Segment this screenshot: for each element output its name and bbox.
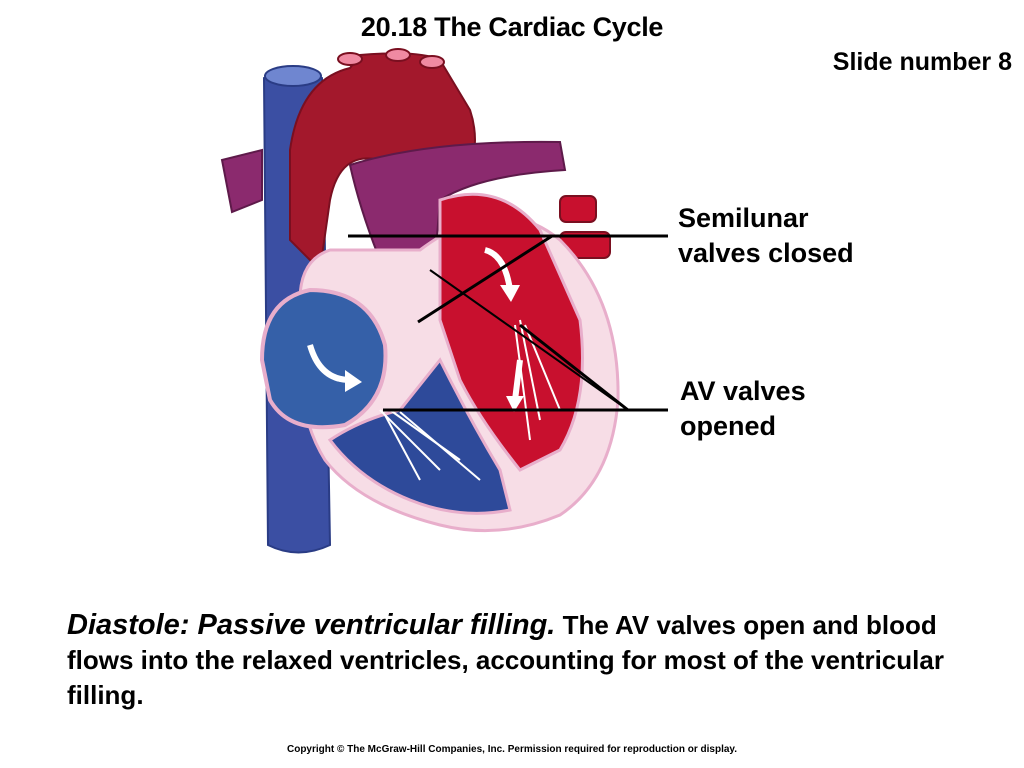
right-atrium [259,287,388,430]
av-label-line1: AV valves [680,376,806,406]
flow-arrow-left [512,359,523,401]
slide-number: Slide number 8 [832,48,1012,76]
semilunar-label-line1: Semilunar [678,203,809,233]
flow-arrowhead-left [506,396,524,412]
copyright-notice: Copyright © The McGraw-Hill Companies, I… [286,744,738,755]
slide-title: 20.18 The Cardiac Cycle [360,12,664,42]
semilunar-valves-label: Semilunar valves closed [678,201,898,271]
av-valves-label: AV valves opened [680,374,880,444]
left-ventricle [438,192,584,472]
aortic-branch-1 [337,52,363,66]
vena-cava-opening [264,65,322,87]
right-ventricle [327,357,512,515]
flow-arrow-left-atrium [484,247,513,291]
pulmonary-vein-upper [559,195,597,223]
caption-body: The AV valves open and blood flows into … [67,610,944,710]
caption-emphasis: Diastole: Passive ventricular filling. [67,609,556,641]
aortic-branch-2 [385,48,411,62]
av-label-line2: opened [680,411,777,441]
pulmonary-artery-left [220,148,263,214]
caption: Diastole: Passive ventricular filling. T… [67,608,957,713]
aortic-branch-3 [419,55,445,69]
leader-lines [348,234,668,412]
flow-arrowhead-right [345,370,362,392]
aortic-arch [289,52,476,273]
flow-arrowhead-left-atrium [500,285,520,302]
semilunar-label-line2: valves closed [678,238,854,268]
